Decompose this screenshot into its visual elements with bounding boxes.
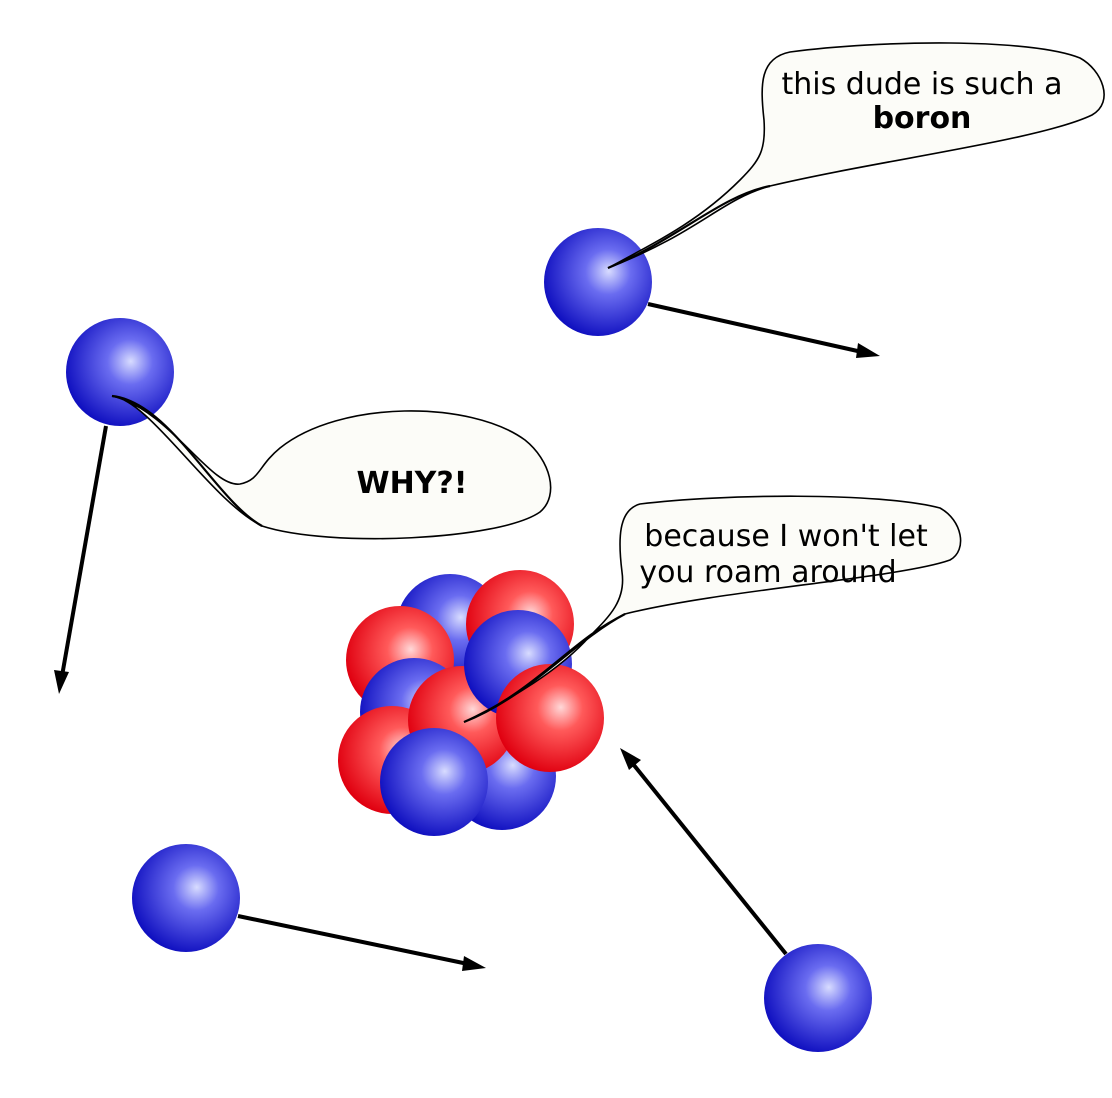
velocity-arrow-shaft [647,302,863,354]
electron-ball [132,844,240,952]
neutron [380,728,488,836]
speech-bubble-why: WHY?! [111,394,552,540]
electron-ball [764,944,872,1052]
velocity-arrow-shaft [631,762,788,956]
boron-bubble-line1: this dude is such a [782,67,1063,102]
electron-bottom-left [132,844,486,971]
electron-ball [66,318,174,426]
velocity-arrow-head [54,670,69,694]
nucleus [338,570,604,836]
electron-top-right [544,228,880,358]
velocity-arrow-shaft [237,914,469,966]
why-bubble-text: WHY?! [356,466,467,501]
electron-ball [544,228,652,336]
nucleus-bubble-line1: because I won't let [644,519,928,554]
nucleus-bubble-line2: you roam around [639,555,896,590]
boron-bubble-line2: boron [873,101,972,136]
electron-bottom-right [620,748,872,1052]
velocity-arrow-head [462,956,486,971]
proton [496,664,604,772]
velocity-arrow-head [620,748,641,770]
velocity-arrow-head [856,343,880,358]
velocity-arrow-shaft [60,425,108,677]
electron-left [54,318,174,694]
speech-bubble-boron: this dude is such a boron [607,42,1105,270]
speech-bubble-nucleus: because I won't let you roam around [463,495,962,724]
